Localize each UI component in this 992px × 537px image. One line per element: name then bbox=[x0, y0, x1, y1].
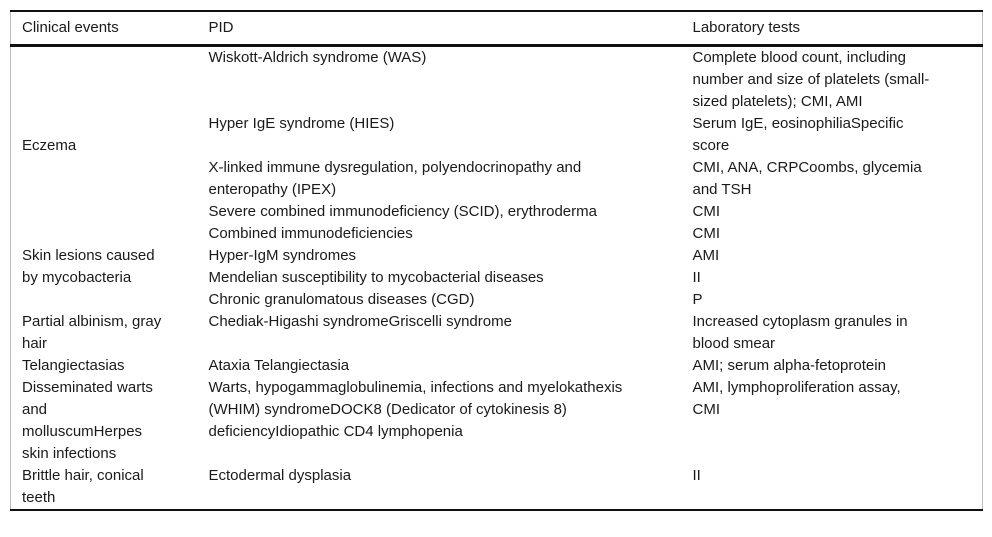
cell-text-line: Serum IgE, eosinophiliaSpecific bbox=[692, 115, 904, 132]
table-row: Telangiectasias Ataxia Telangiectasia AMI;… bbox=[11, 355, 983, 377]
pid-cell: Ataxia Telangiectasia bbox=[209, 355, 693, 377]
cell-text-line: Ataxia Telangiectasia bbox=[208, 357, 350, 374]
cell-text-line: X-linked immune dysregulation, polyendoc… bbox=[208, 159, 582, 176]
cell-text-line: Telangiectasias bbox=[22, 357, 125, 374]
pid-cell: Warts, hypogammaglobulinemia, infections… bbox=[209, 377, 693, 465]
cell-text-line: AMI, lymphoproliferation assay, bbox=[692, 379, 901, 396]
lab-tests-cell: CMI bbox=[693, 223, 983, 245]
cell-text-line: Mendelian susceptibility to mycobacteria… bbox=[208, 269, 544, 286]
cell-text-line: and bbox=[22, 401, 48, 418]
cell-text-line: Chediak-Higashi syndromeGriscelli syndro… bbox=[208, 313, 512, 330]
cell-text-line: CMI bbox=[692, 203, 721, 220]
cell-text-line: CMI bbox=[692, 225, 721, 242]
pid-cell: X-linked immune dysregulation, polyendoc… bbox=[209, 157, 693, 201]
cell-text-line: Hyper-IgM syndromes bbox=[208, 247, 357, 264]
pid-cell: Chronic granulomatous diseases (CGD) bbox=[209, 289, 693, 311]
lab-tests-cell: Serum IgE, eosinophiliaSpecific score bbox=[693, 113, 983, 157]
cell-text-line: Skin lesions caused bbox=[22, 247, 155, 264]
cell-text-line: Brittle hair, conical bbox=[22, 467, 144, 484]
cell-text-line: II bbox=[692, 467, 701, 484]
cell-text-line: CMI, ANA, CRPCoombs, glycemia bbox=[692, 159, 922, 176]
pid-cell: Ectodermal dysplasia bbox=[208, 465, 693, 511]
cell-text-line: AMI bbox=[692, 247, 720, 264]
cell-text-line: score bbox=[692, 137, 730, 154]
table-row: Hyper IgE syndrome (HIES) Serum IgE, eosi… bbox=[11, 113, 983, 157]
cell-text-line: teeth bbox=[22, 489, 56, 506]
cell-text-line: by mycobacteria bbox=[22, 269, 132, 286]
lab-tests-cell: CMI, ANA, CRPCoombs, glycemia and TSH bbox=[693, 157, 983, 201]
pid-cell: Combined immunodeficiencies bbox=[209, 223, 693, 245]
lab-tests-cell: AMI bbox=[693, 245, 983, 267]
cell-text-line: Complete blood count, including bbox=[692, 49, 906, 66]
cell-text-line: hair bbox=[22, 335, 48, 352]
table-row: Mendelian susceptibility to mycobacteria… bbox=[11, 267, 983, 289]
cell-text-line: Eczema bbox=[22, 137, 77, 154]
table-row: Brittle hair, conical teeth Ectodermal dys… bbox=[10, 465, 983, 511]
lab-tests-cell: AMI, lymphoproliferation assay, CMI bbox=[693, 377, 983, 465]
pid-cell: Wiskott-Aldrich syndrome (WAS) bbox=[209, 46, 693, 114]
column-header-clinical-events: Clinical events bbox=[10, 10, 209, 47]
table-row: Chronic granulomatous diseases (CGD) P bbox=[11, 289, 983, 311]
clinical-event-cell: Brittle hair, conical teeth bbox=[10, 465, 209, 511]
pid-cell: Chediak-Higashi syndromeGriscelli syndro… bbox=[209, 311, 693, 355]
clinical-event-cell: Partial albinism, gray hair bbox=[11, 311, 209, 355]
lab-tests-cell: CMI bbox=[693, 201, 983, 223]
cell-text-line: AMI; serum alpha-fetoprotein bbox=[692, 357, 886, 374]
cell-text-line: skin infections bbox=[22, 445, 117, 462]
lab-tests-cell: AMI; serum alpha-fetoprotein bbox=[693, 355, 983, 377]
table-row: Eczema Wiskott-Aldrich syndrome (WAS) Comp… bbox=[11, 46, 983, 154]
column-header-pid: PID bbox=[208, 10, 693, 47]
cell-text-line: Chronic granulomatous diseases (CGD) bbox=[208, 291, 475, 308]
cell-text-line: Combined immunodeficiencies bbox=[208, 225, 413, 242]
table-row: Combined immunodeficiencies CMI bbox=[11, 223, 983, 245]
cell-text-line: P bbox=[692, 291, 703, 308]
pid-cell: Hyper-IgM syndromes bbox=[209, 245, 693, 267]
cell-text-line: Increased cytoplasm granules in bbox=[692, 313, 908, 330]
cell-text-line: Hyper IgE syndrome (HIES) bbox=[208, 115, 395, 132]
lab-tests-cell: P bbox=[693, 289, 983, 311]
cell-text-line: II bbox=[692, 269, 701, 286]
lab-tests-cell: Complete blood count, including number an… bbox=[693, 46, 983, 114]
cell-text-line: Warts, hypogammaglobulinemia, infections… bbox=[208, 379, 623, 396]
cell-text-line: molluscumHerpes bbox=[22, 423, 143, 440]
lab-tests-cell: II bbox=[693, 267, 983, 289]
table-row: Partial albinism, gray hair Chediak-Higash… bbox=[11, 311, 983, 355]
clinical-event-cell: Disseminated warts and molluscumHerpes skin… bbox=[11, 377, 209, 465]
table-row: Skin lesions caused by mycobacteria Hyper-… bbox=[11, 245, 983, 286]
cell-text-line: CMI bbox=[692, 401, 721, 418]
pid-cell: Mendelian susceptibility to mycobacteria… bbox=[209, 267, 693, 289]
cell-text-line: sized platelets); CMI, AMI bbox=[692, 93, 863, 110]
cell-text-line: Ectodermal dysplasia bbox=[208, 467, 352, 484]
clinical-event-cell: Skin lesions caused by mycobacteria bbox=[11, 245, 209, 311]
cell-text-line: enteropathy (IPEX) bbox=[208, 181, 337, 198]
table-row: Disseminated warts and molluscumHerpes skin… bbox=[11, 377, 983, 465]
cell-text-line: Wiskott-Aldrich syndrome (WAS) bbox=[208, 49, 427, 66]
table-row: X-linked immune dysregulation, polyendoc… bbox=[11, 157, 983, 201]
clinical-event-cell: Eczema bbox=[11, 46, 209, 246]
lab-tests-cell: Increased cytoplasm granules in blood sme… bbox=[693, 311, 983, 355]
cell-text-line: Disseminated warts bbox=[22, 379, 153, 396]
lab-tests-cell: II bbox=[692, 465, 983, 511]
pid-cell: Severe combined immunodeficiency (SCID),… bbox=[209, 201, 693, 223]
cell-text-line: and TSH bbox=[692, 181, 752, 198]
cell-text-line: (WHIM) syndromeDOCK8 (Dedicator of cytok… bbox=[208, 401, 567, 418]
cell-text-line: Partial albinism, gray bbox=[22, 313, 162, 330]
cell-text-line: blood smear bbox=[692, 335, 776, 352]
cell-text-line: Severe combined immunodeficiency (SCID),… bbox=[208, 203, 597, 220]
clinical-event-cell: Telangiectasias bbox=[11, 355, 209, 377]
table-body: Eczema Wiskott-Aldrich syndrome (WAS) Comp… bbox=[10, 46, 983, 511]
column-header-laboratory-tests: Laboratory tests bbox=[692, 10, 983, 47]
table-row: Severe combined immunodeficiency (SCID),… bbox=[11, 201, 983, 223]
cell-text-line: number and size of platelets (small- bbox=[692, 71, 930, 88]
pid-cell: Hyper IgE syndrome (HIES) bbox=[209, 113, 693, 157]
cell-text-line: deficiencyIdiopathic CD4 lymphopenia bbox=[208, 423, 463, 440]
